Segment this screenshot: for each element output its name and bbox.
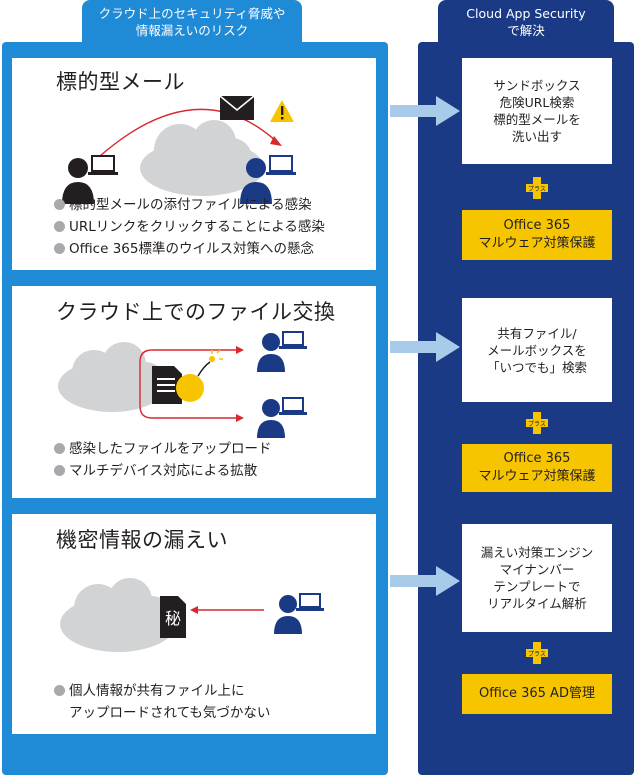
bullet-item: マルチデバイス対応による拡散 bbox=[54, 460, 272, 482]
person-laptop-icon bbox=[257, 397, 307, 438]
person-laptop-icon bbox=[257, 331, 307, 372]
solution-box: サンドボックス 危険URL検索 標的型メールを 洗い出す bbox=[462, 58, 612, 164]
threat-bullets: 感染したファイルをアップロード マルチデバイス対応による拡散 bbox=[54, 438, 272, 482]
document-icon: 秘 bbox=[160, 596, 186, 638]
svg-text:プラス: プラス bbox=[528, 651, 546, 658]
threats-header-line1: クラウド上のセキュリティ脅威や bbox=[98, 6, 286, 21]
threat-bullets: 標的型メールの添付ファイルによる感染 URLリンクをクリックすることによる感染 … bbox=[54, 194, 325, 260]
threat-title: クラウド上でのファイル交換 bbox=[56, 300, 336, 324]
solutions-header: Cloud App Security で解決 bbox=[438, 0, 614, 44]
bullet-item: URLリンクをクリックすることによる感染 bbox=[54, 216, 325, 238]
file-exchange-diagram bbox=[58, 331, 307, 438]
cloud-icon bbox=[140, 120, 264, 196]
solution-box: 共有ファイル/ メールボックスを 「いつでも」検索 bbox=[462, 298, 612, 402]
warning-icon bbox=[270, 100, 294, 122]
bullet-item: 感染したファイルをアップロード bbox=[54, 438, 272, 460]
data-leak-diagram: 秘 bbox=[60, 578, 324, 652]
threats-header-line2: 情報漏えいのリスク bbox=[135, 23, 249, 38]
bullet-item: 標的型メールの添付ファイルによる感染 bbox=[54, 194, 325, 216]
person-laptop-icon bbox=[240, 155, 296, 204]
svg-text:プラス: プラス bbox=[528, 421, 546, 428]
cloud-icon bbox=[58, 342, 166, 412]
bomb-icon bbox=[176, 349, 223, 402]
office365-box: Office 365 マルウェア対策保護 bbox=[462, 210, 612, 260]
threat-title: 機密情報の漏えい bbox=[56, 528, 228, 552]
arrow-right-icon bbox=[390, 332, 460, 362]
person-laptop-icon bbox=[62, 155, 118, 204]
plus-badge-icon: プラス bbox=[526, 642, 548, 664]
secret-glyph: 秘 bbox=[165, 609, 181, 628]
threat-title: 標的型メール bbox=[56, 70, 185, 94]
cloud-icon bbox=[60, 578, 176, 652]
office365-box: Office 365 AD管理 bbox=[462, 674, 612, 714]
threat-card-cloud-file-exchange: クラウド上でのファイル交換 bbox=[12, 286, 376, 498]
spread-route-line bbox=[139, 349, 237, 419]
threat-card-targeted-mail: 標的型メール 標 bbox=[12, 58, 376, 270]
arrow-right-icon bbox=[390, 566, 460, 596]
mail-route-line bbox=[99, 108, 278, 157]
plus-badge-icon: プラス bbox=[526, 177, 548, 199]
envelope-icon bbox=[219, 95, 255, 120]
threat-card-data-leak: 機密情報の漏えい 秘 個人情報が共有ファイル上に アップロードされても気づかない bbox=[12, 514, 376, 734]
bullet-item: 個人情報が共有ファイル上に アップロードされても気づかない bbox=[54, 680, 270, 724]
threat-bullets: 個人情報が共有ファイル上に アップロードされても気づかない bbox=[54, 680, 270, 724]
person-laptop-icon bbox=[274, 593, 324, 634]
office365-box: Office 365 マルウェア対策保護 bbox=[462, 444, 612, 492]
bullet-item: Office 365標準のウイルス対策への懸念 bbox=[54, 238, 325, 260]
svg-text:プラス: プラス bbox=[528, 186, 546, 193]
plus-badge-icon: プラス bbox=[526, 412, 548, 434]
document-icon bbox=[152, 366, 182, 404]
solutions-header-line2: で解決 bbox=[507, 23, 545, 38]
threats-header: クラウド上のセキュリティ脅威や 情報漏えいのリスク bbox=[82, 0, 302, 44]
arrow-right-icon bbox=[390, 96, 460, 126]
targeted-mail-diagram bbox=[62, 95, 296, 204]
solution-box: 漏えい対策エンジン マイナンバー テンプレートで リアルタイム解析 bbox=[462, 524, 612, 632]
solutions-header-line1: Cloud App Security bbox=[466, 6, 586, 21]
